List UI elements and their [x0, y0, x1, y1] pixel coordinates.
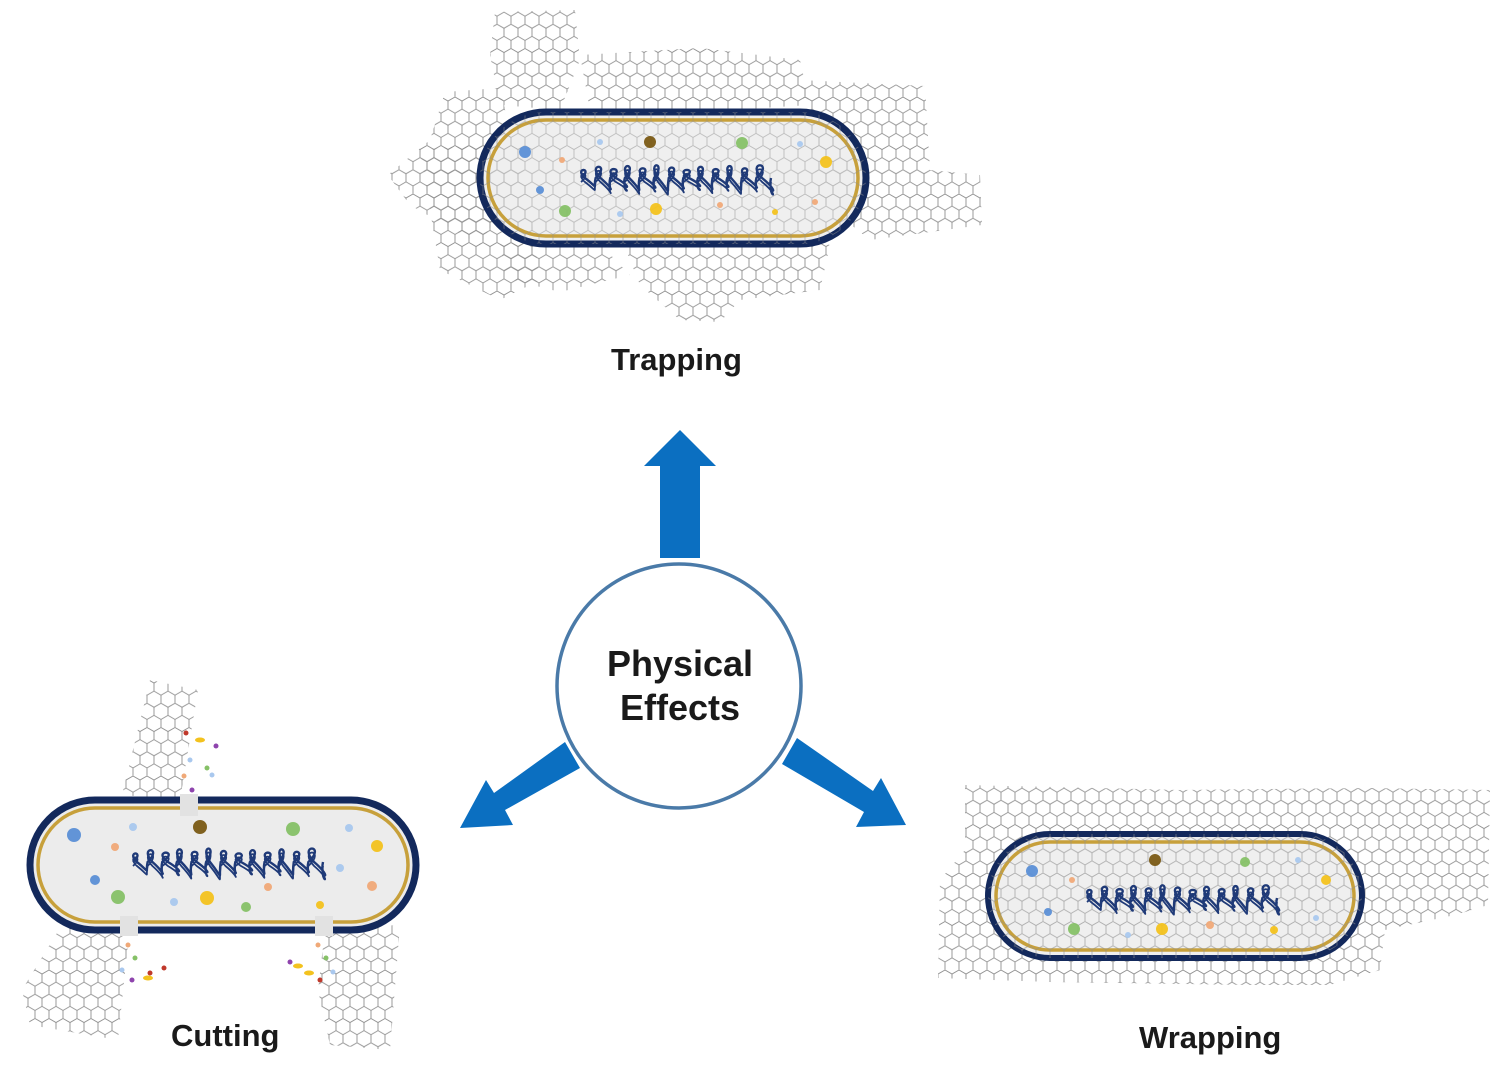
arrow-to-wrapping [782, 738, 906, 827]
center-circle [555, 562, 803, 810]
center-label: Physical Effects [560, 642, 800, 730]
arrow-to-cutting [460, 742, 580, 828]
wrapping-label: Wrapping [1139, 1020, 1282, 1055]
bacterium-icon [985, 831, 1365, 961]
cutting-group [22, 680, 420, 1050]
arrow-icon [644, 430, 716, 558]
center-label-line2: Effects [619, 687, 741, 728]
trapping-graphene-group [388, 10, 982, 322]
bacterium-icon [26, 730, 420, 983]
dna-coil-icon [1085, 884, 1281, 916]
arrow-icon [460, 742, 580, 828]
center-label-line1: Physical [606, 643, 754, 684]
arrow-icon [782, 738, 906, 827]
cutting-label: Cutting [171, 1018, 280, 1053]
bacterium-icon [476, 108, 870, 248]
arrow-to-trapping [644, 430, 716, 558]
dna-coil-icon [579, 164, 775, 196]
dna-coil-icon [131, 847, 327, 881]
trapping-label: Trapping [611, 342, 742, 377]
wrapping-group [938, 785, 1490, 985]
graphene-sheet-icon [22, 680, 400, 1050]
